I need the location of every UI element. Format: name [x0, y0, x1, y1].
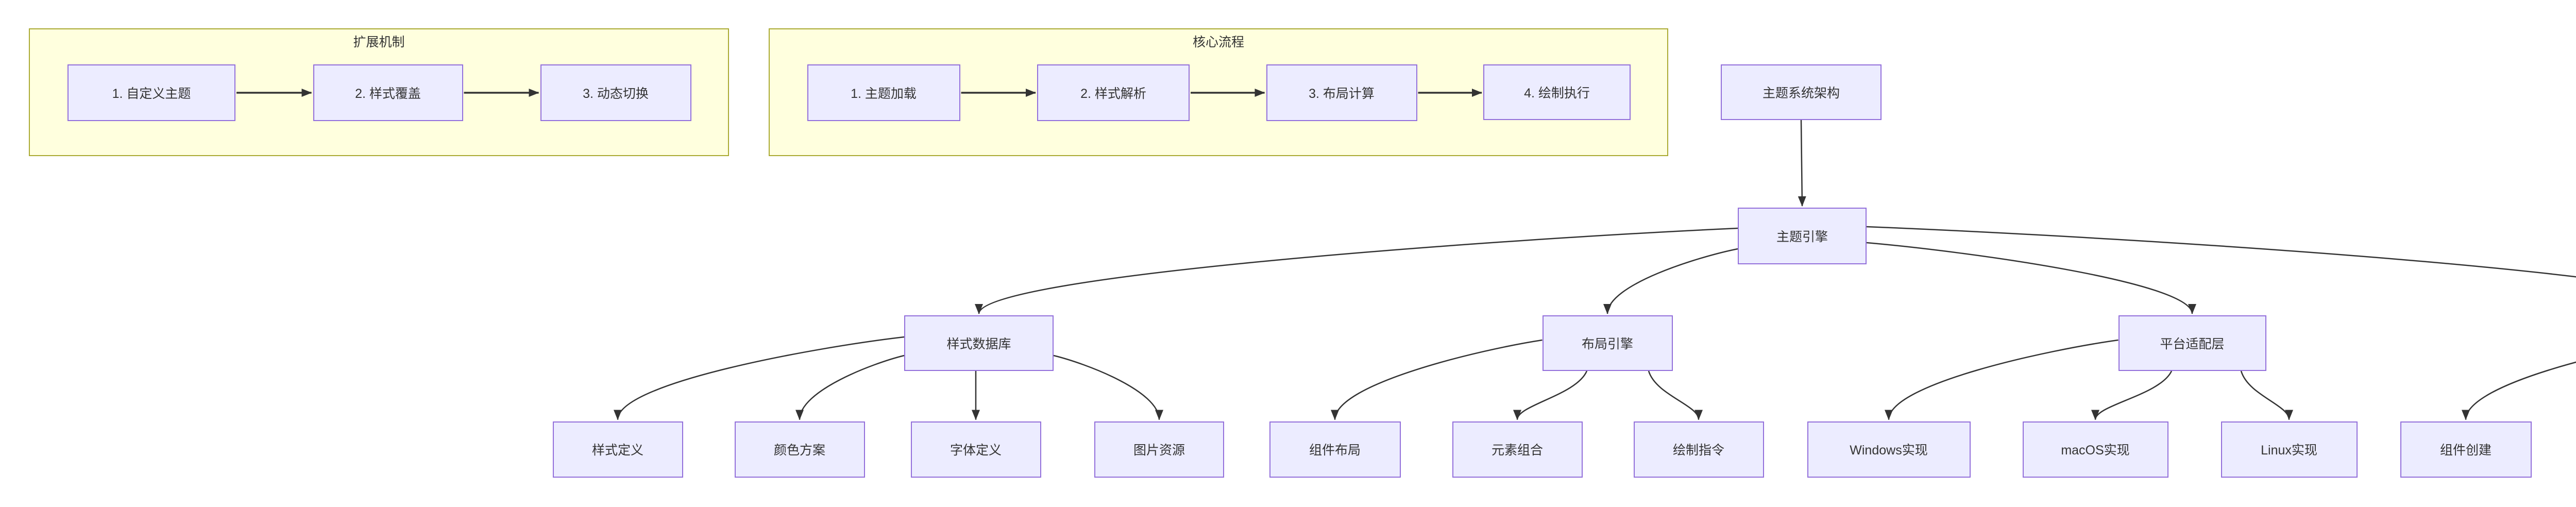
node-core1: 1. 主题加载 — [807, 64, 960, 121]
edge-engine-platform — [1866, 242, 2196, 314]
node-label: 1. 自定义主题 — [112, 87, 191, 101]
node-platform: 平台适配层 — [2118, 315, 2266, 371]
edge-layout-drawcmd — [1648, 370, 1703, 420]
node-core2: 2. 样式解析 — [1037, 64, 1190, 121]
node-label: 元素组合 — [1491, 443, 1543, 458]
edge-platform-winimpl — [1885, 339, 2119, 420]
node-compcreate: 组件创建 — [2400, 421, 2532, 478]
node-label: macOS实现 — [2061, 443, 2130, 458]
edge-platform-linuximpl — [2240, 370, 2293, 420]
node-complayout: 组件布局 — [1269, 421, 1401, 478]
edge-layout-elemcomp — [1513, 370, 1588, 420]
node-label: 组件布局 — [1309, 443, 1361, 458]
node-label: 3. 布局计算 — [1309, 87, 1375, 101]
node-core4: 4. 绘制执行 — [1483, 64, 1631, 120]
node-drawcmd: 绘制指令 — [1633, 421, 1764, 478]
node-label: 图片资源 — [1133, 443, 1185, 458]
node-colorscheme: 颜色方案 — [734, 421, 865, 478]
edge-platform-macimpl — [2091, 370, 2173, 420]
node-label: 样式数据库 — [946, 337, 1011, 351]
node-label: 主题系统架构 — [1762, 86, 1840, 100]
node-label: Linux实现 — [2261, 443, 2317, 458]
node-label: 2. 样式覆盖 — [355, 87, 421, 101]
node-ext1: 1. 自定义主题 — [67, 64, 235, 121]
node-label: 主题引擎 — [1776, 230, 1828, 244]
node-ext2: 2. 样式覆盖 — [313, 64, 463, 121]
edge-engine-styledb — [975, 227, 1738, 314]
node-label: 组件创建 — [2439, 443, 2492, 458]
node-label: 字体定义 — [950, 443, 1002, 458]
node-label: 样式定义 — [591, 443, 643, 458]
node-fontdef: 字体定义 — [910, 421, 1041, 478]
edge-styledb-colorscheme — [795, 354, 905, 420]
cluster-label-extension: 扩展机制 — [353, 35, 405, 49]
node-engine: 主题引擎 — [1738, 208, 1867, 264]
node-label: 布局引擎 — [1581, 337, 1633, 351]
edge-styledb-imgres — [1053, 354, 1163, 420]
node-label: 4. 绘制执行 — [1524, 86, 1590, 100]
node-linuximpl: Linux实现 — [2221, 421, 2358, 478]
node-label: 颜色方案 — [773, 443, 825, 458]
node-styledb: 样式数据库 — [904, 315, 1054, 371]
node-root: 主题系统架构 — [1721, 64, 1882, 120]
node-ext3: 3. 动态切换 — [540, 64, 691, 121]
edge-styledb-styledef — [614, 336, 905, 420]
edge-engine-app — [1866, 226, 2576, 278]
node-styledef: 样式定义 — [552, 421, 683, 478]
node-label: Windows实现 — [1850, 443, 1928, 458]
cluster-label-core: 核心流程 — [1192, 35, 1244, 49]
node-core3: 3. 布局计算 — [1266, 64, 1417, 121]
node-label: 1. 主题加载 — [851, 87, 917, 101]
node-layout: 布局引擎 — [1542, 315, 1673, 371]
edge-app-compcreate — [2462, 361, 2576, 420]
edge-root-engine — [1798, 120, 1806, 207]
node-macimpl: macOS实现 — [2022, 421, 2168, 478]
edge-layout-complayout — [1331, 339, 1543, 420]
edge-engine-layout — [1603, 248, 1738, 314]
node-label: 平台适配层 — [2160, 337, 2225, 351]
node-label: 2. 样式解析 — [1080, 87, 1146, 101]
node-imgres: 图片资源 — [1094, 421, 1224, 478]
node-label: 3. 动态切换 — [583, 87, 649, 101]
node-elemcomp: 元素组合 — [1452, 421, 1583, 478]
node-label: 绘制指令 — [1672, 443, 1724, 458]
node-winimpl: Windows实现 — [1807, 421, 1971, 478]
